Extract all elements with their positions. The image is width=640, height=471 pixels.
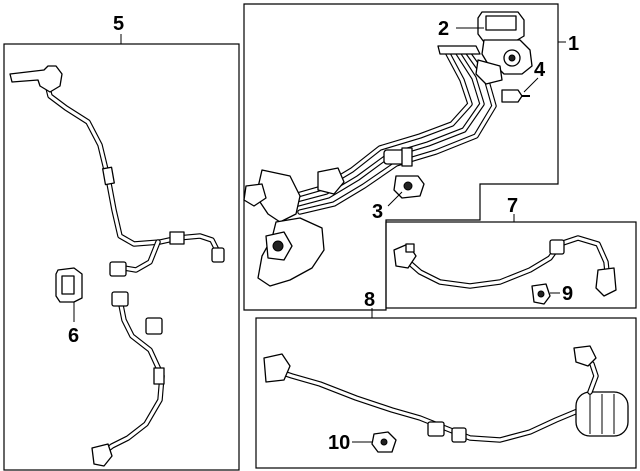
group-7-discharge-line: 7 9 bbox=[385, 195, 637, 309]
evaporator-block bbox=[243, 147, 413, 287]
upper-liquid-line bbox=[9, 65, 225, 277]
callout-3: 3 bbox=[372, 201, 383, 223]
discharge-line bbox=[393, 235, 617, 297]
bracket-6: 6 bbox=[55, 267, 83, 347]
callout-7: 7 bbox=[507, 195, 518, 217]
group-8-suction-line: 8 10 bbox=[255, 289, 637, 469]
clamp-3: 3 bbox=[372, 175, 425, 223]
group-5-liquid-line: 5 6 bbox=[3, 13, 240, 471]
upper-line-fitting bbox=[9, 65, 63, 93]
box-group-5 bbox=[3, 43, 240, 471]
group-1-hvac-module: 1 2 4 bbox=[243, 3, 579, 311]
callout-1: 1 bbox=[568, 33, 579, 55]
suction-muffler bbox=[575, 391, 629, 437]
suction-line bbox=[263, 345, 629, 443]
callout-4: 4 bbox=[534, 59, 546, 81]
callout-8: 8 bbox=[364, 289, 375, 311]
bolt-10: 10 bbox=[328, 431, 397, 454]
callout-5: 5 bbox=[113, 13, 124, 35]
callout-9: 9 bbox=[562, 283, 573, 305]
lower-liquid-line bbox=[91, 291, 165, 467]
box-group-1 bbox=[243, 3, 559, 311]
leader-3 bbox=[387, 191, 403, 207]
callout-2: 2 bbox=[438, 18, 449, 40]
box-group-8 bbox=[255, 317, 637, 469]
service-valve-9: 9 bbox=[531, 283, 573, 305]
leader-4 bbox=[523, 77, 539, 93]
expansion-valve-2: 2 bbox=[438, 11, 533, 75]
callout-6: 6 bbox=[68, 325, 79, 347]
box-group-7 bbox=[385, 221, 637, 309]
callout-10: 10 bbox=[328, 432, 350, 454]
sensor-4: 4 bbox=[501, 59, 546, 103]
